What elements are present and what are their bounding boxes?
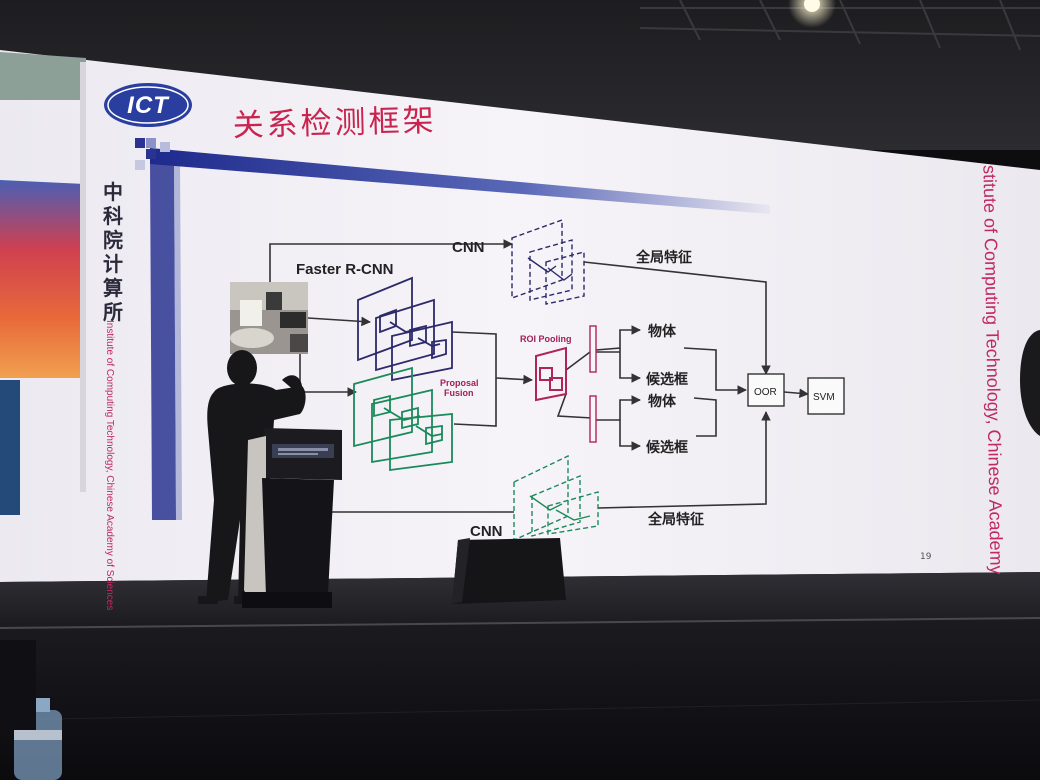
diagram: CNN Faster R-CNN 全局特征 ROI Pooling Propos… — [230, 219, 845, 542]
logo-label: ICT — [127, 92, 169, 119]
faster-rcnn-label: Faster R-CNN — [296, 261, 394, 278]
box-label-2: 候选框 — [646, 439, 688, 456]
object-label-2: 物体 — [648, 393, 677, 410]
stage-monitor-speaker — [452, 538, 566, 604]
stage-front — [0, 618, 1040, 780]
proposal-fusion-label-1: Proposal — [440, 378, 479, 388]
svm-label: SVM — [813, 392, 835, 403]
audience-silhouette-right — [1020, 330, 1040, 436]
left-side-screen — [0, 180, 85, 378]
top-cnn-network — [511, 219, 585, 305]
ict-logo-text: ICT — [104, 86, 192, 126]
org-char-1: 中 — [103, 180, 123, 204]
top-cnn-label: CNN — [452, 239, 485, 256]
org-char-4: 计 — [103, 252, 123, 276]
slide-page-number: 19 — [920, 552, 932, 562]
object-label-1: 物体 — [648, 323, 677, 340]
pixel-squares — [135, 138, 170, 170]
ceiling-truss — [639, 0, 1040, 51]
bottom-cnn-label: CNN — [470, 523, 503, 540]
faster-rcnn-network — [357, 276, 453, 382]
podium — [242, 428, 342, 608]
feature-vectors — [589, 325, 597, 443]
flow-lines — [269, 239, 809, 513]
org-char-5: 算 — [103, 276, 123, 300]
global-feature-bottom-label: 全局特征 — [647, 511, 704, 528]
laptop-edge — [0, 640, 36, 730]
slide-left-blue-bar — [150, 160, 176, 520]
oor-box — [747, 373, 785, 407]
slide-title: 关系检测框架 — [232, 102, 438, 144]
box-label-1: 候选框 — [646, 371, 688, 388]
roi-pooling-box — [535, 346, 567, 402]
org-char-2: 科 — [103, 204, 123, 228]
org-char-3: 院 — [103, 228, 123, 252]
title-underline-bar — [150, 148, 770, 214]
org-char-6: 所 — [103, 300, 123, 324]
roi-pooling-label: ROI Pooling — [520, 334, 572, 344]
proposal-fusion-label-2: Fusion — [444, 388, 474, 398]
proposal-network — [353, 366, 453, 472]
slide-left-border — [80, 62, 86, 492]
ceiling-spotlight — [788, 0, 836, 28]
org-name-en-left: Institute of Computing Technology, Chine… — [104, 320, 115, 611]
ict-logo — [104, 83, 192, 127]
input-image — [230, 282, 308, 354]
bottom-cnn-network — [513, 454, 599, 542]
oor-label: OOR — [754, 387, 777, 398]
global-feature-top-label: 全局特征 — [635, 249, 692, 266]
org-name-cn-vertical: 中 科 院 计 算 所 — [100, 180, 126, 324]
svm-box — [807, 377, 845, 415]
